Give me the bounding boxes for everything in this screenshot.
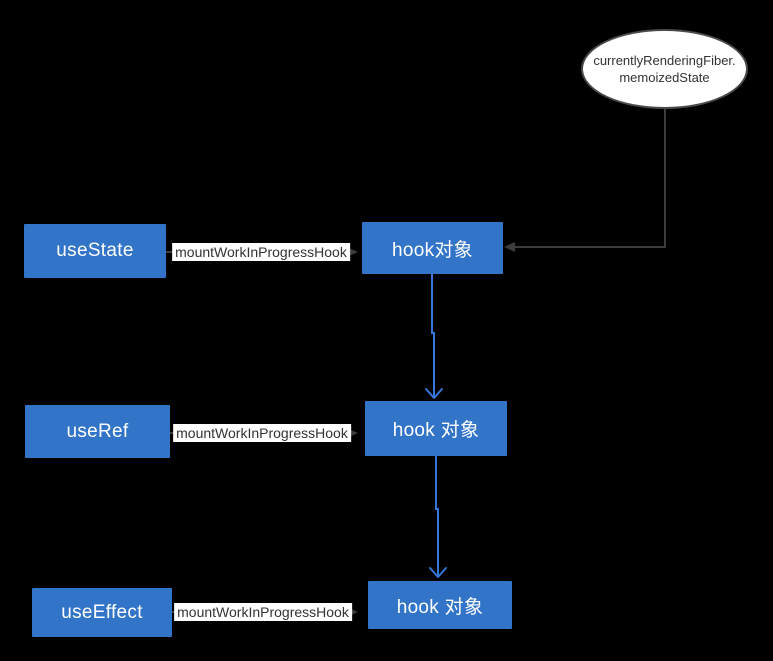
node-hook-object-2: hook 对象 (365, 401, 507, 456)
node-hook-object-1: hook对象 (362, 222, 503, 274)
fiber-memoizedstate-node: currentlyRenderingFiber. memoizedState (581, 29, 748, 109)
edge-label-mountworkinprogresshook: mountWorkInProgressHook (173, 424, 351, 442)
arrowhead-down-icon (429, 567, 447, 578)
edge-hook2-to-hook3 (429, 456, 447, 578)
arrowhead-down-icon (425, 388, 443, 399)
edge-label-mountworkinprogresshook: mountWorkInProgressHook (172, 243, 350, 261)
node-hook-object-3: hook 对象 (368, 581, 512, 629)
node-useeffect: useEffect (32, 588, 172, 637)
edge-fiber-to-hook1 (504, 109, 666, 252)
fiber-label-line2: memoizedState (619, 70, 710, 85)
arrowhead-right-icon (348, 247, 358, 257)
arrowhead-left-icon (504, 242, 515, 252)
node-useref: useRef (25, 405, 170, 458)
edge-hook1-to-hook2 (425, 274, 443, 399)
node-usestate: useState (24, 224, 166, 278)
edge-label-mountworkinprogresshook: mountWorkInProgressHook (174, 603, 352, 621)
fiber-label-line1: currentlyRenderingFiber. (593, 53, 736, 68)
